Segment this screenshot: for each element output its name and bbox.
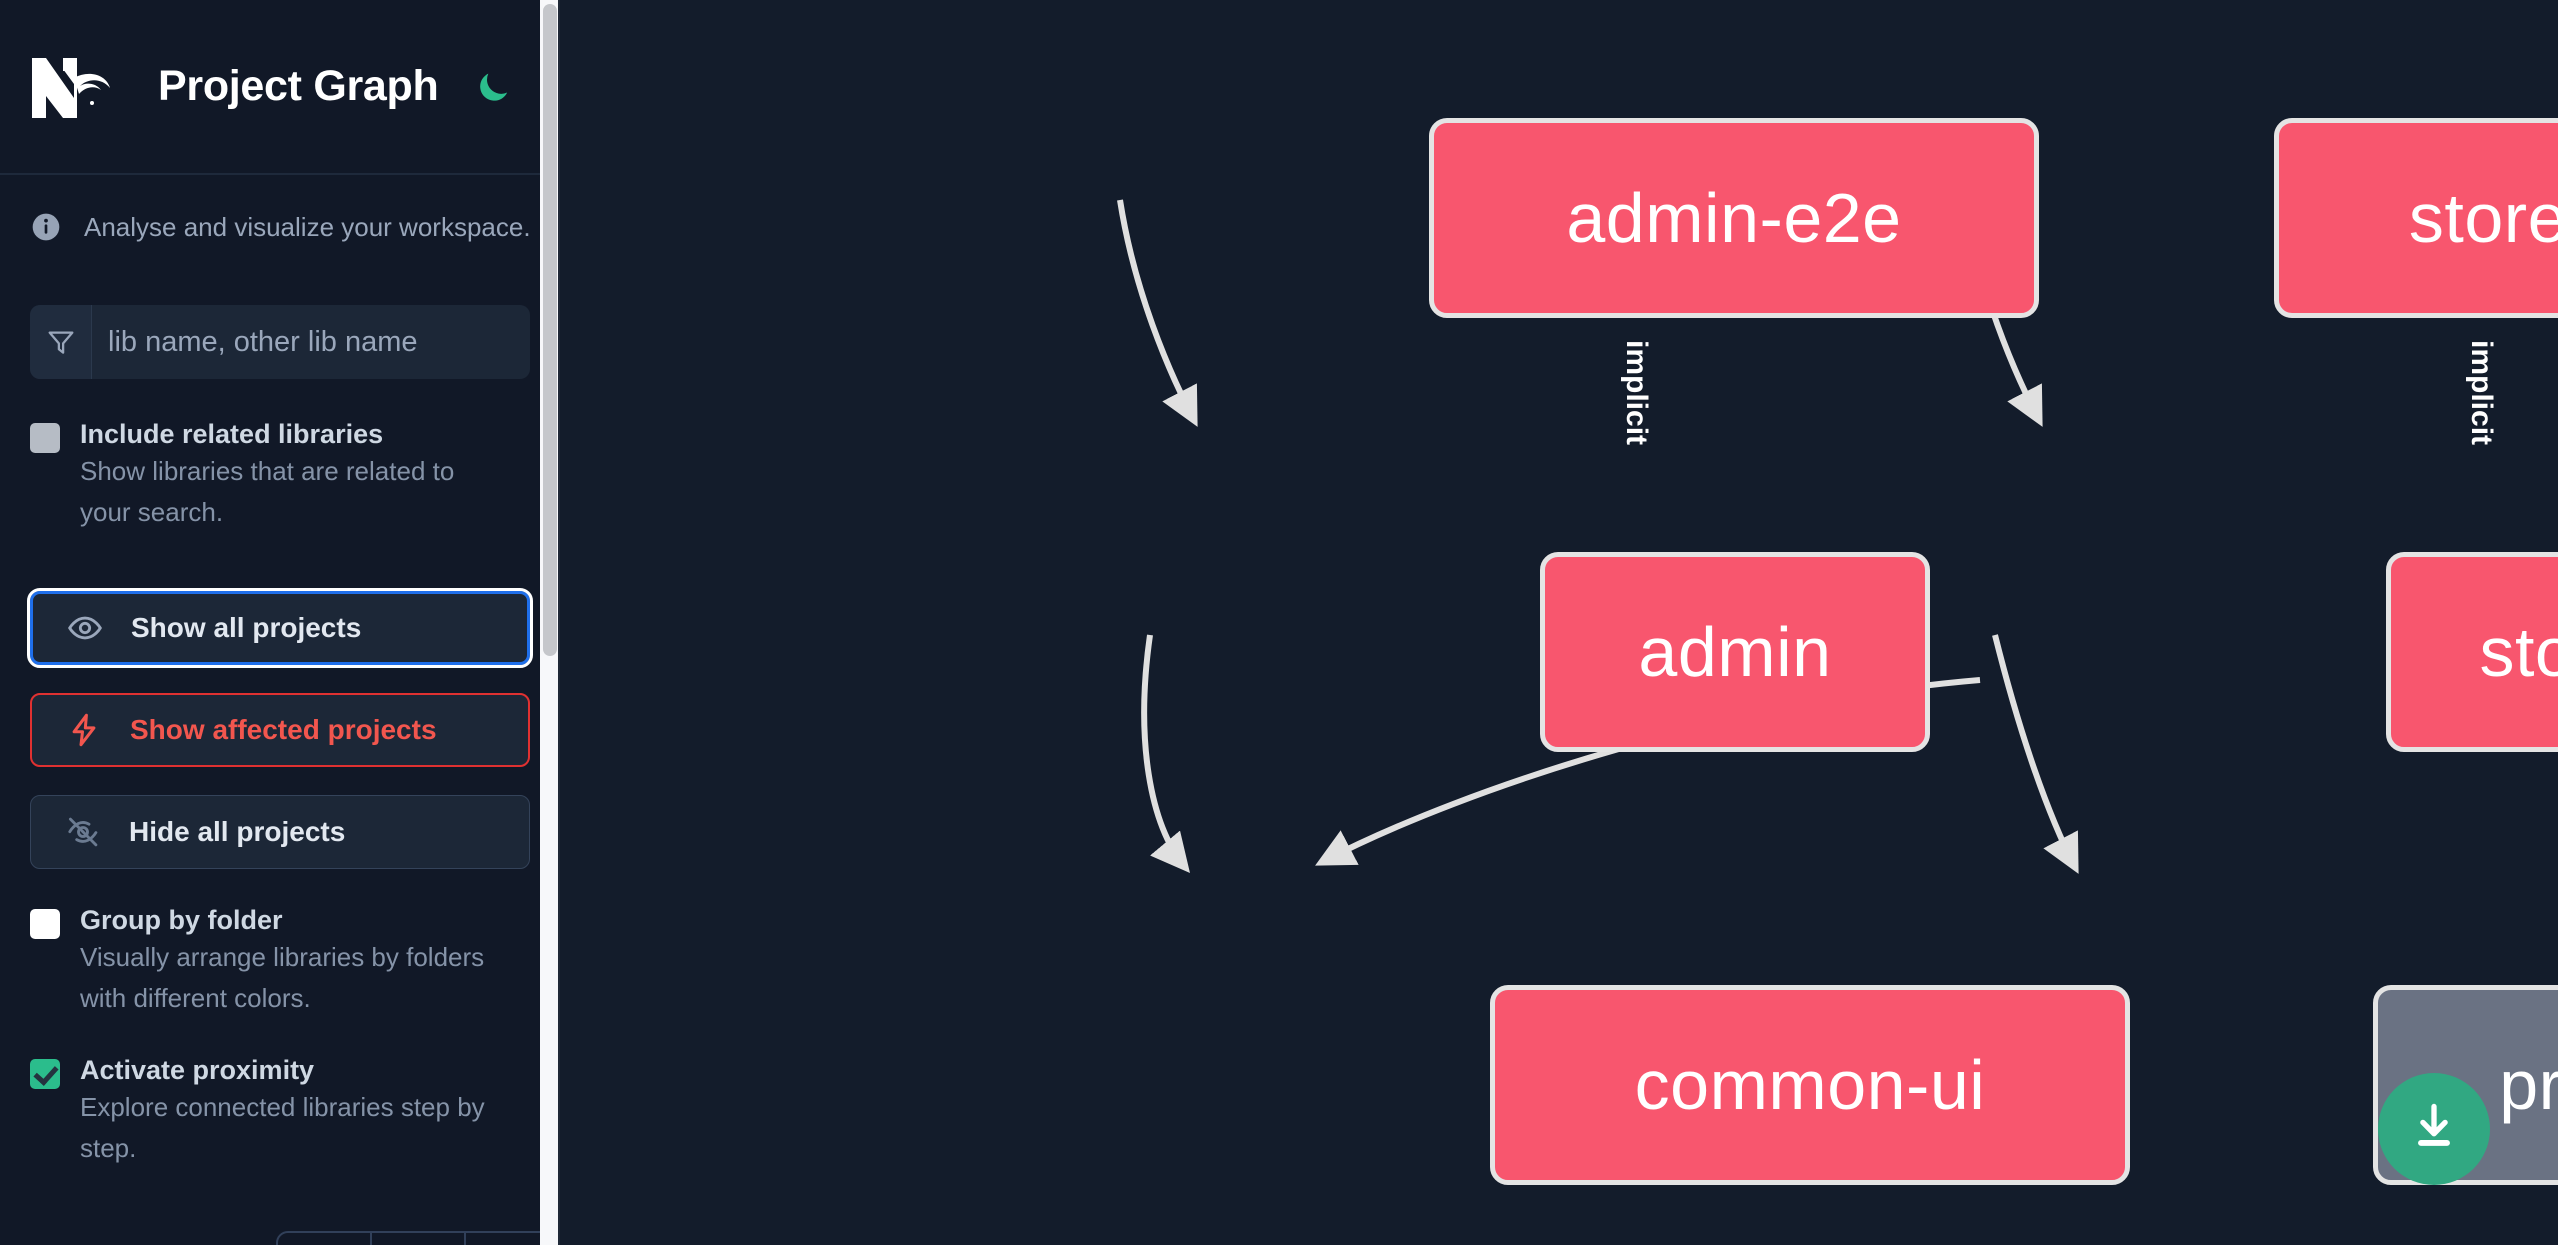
- filter-funnel-icon: [30, 305, 92, 379]
- info-icon: [30, 211, 62, 243]
- download-icon: [2405, 1098, 2463, 1161]
- group-by-folder-help: Visually arrange libraries by folders wi…: [80, 942, 485, 1013]
- edge-admin-to-common-ui: [1141, 634, 1190, 873]
- sidebar: Project Graph Analyse and visualize your…: [0, 0, 560, 1245]
- show-affected-projects-button[interactable]: Show affected projects: [30, 693, 530, 767]
- graph-node-store-e2e[interactable]: store-e2e: [2274, 118, 2558, 318]
- graph-node-store[interactable]: store: [2386, 552, 2558, 752]
- sidebar-description: Analyse and visualize your workspace.: [0, 175, 560, 243]
- graph-node-admin[interactable]: admin: [1540, 552, 1930, 752]
- sidebar-scrollbar-thumb[interactable]: [543, 4, 557, 656]
- search-input[interactable]: [92, 305, 530, 379]
- option-activate-proximity[interactable]: Activate proximity Explore connected lib…: [0, 1053, 560, 1169]
- activate-proximity-label: Activate proximity: [80, 1055, 315, 1085]
- show-all-projects-label: Show all projects: [131, 612, 362, 643]
- activate-proximity-help: Explore connected libraries step by step…: [80, 1092, 485, 1163]
- project-visibility-buttons: Show all projects Show affected projects: [0, 588, 560, 869]
- option-group-by-folder[interactable]: Group by folder Visually arrange librari…: [0, 903, 560, 1019]
- sidebar-divider: [558, 0, 560, 1245]
- sidebar-scrollbar[interactable]: [540, 0, 560, 1245]
- proximity-step-decrease[interactable]: [278, 1233, 372, 1245]
- download-button[interactable]: [2378, 1073, 2490, 1185]
- nx-logo-icon: [30, 54, 116, 120]
- include-related-libraries-help: Show libraries that are related to your …: [80, 456, 455, 527]
- include-related-libraries-checkbox[interactable]: [30, 423, 60, 453]
- hide-all-projects-button[interactable]: Hide all projects: [30, 795, 530, 869]
- search-box[interactable]: [30, 305, 530, 379]
- eye-off-icon: [61, 814, 105, 850]
- graph-canvas[interactable]: admin-e2e store-e2e admin store common-u…: [560, 0, 2558, 1245]
- edge-store-to-products: [1992, 634, 2079, 874]
- show-affected-projects-label: Show affected projects: [130, 714, 437, 745]
- graph-node-label: products: [2499, 1046, 2558, 1124]
- graph-node-label: store-e2e: [2408, 179, 2558, 257]
- lightning-bolt-icon: [62, 712, 106, 748]
- eye-icon: [63, 610, 107, 646]
- activate-proximity-checkbox[interactable]: [30, 1059, 60, 1089]
- graph-node-label: admin: [1638, 613, 1832, 691]
- graph-node-admin-e2e[interactable]: admin-e2e: [1429, 118, 2039, 318]
- graph-node-label: common-ui: [1634, 1046, 1986, 1124]
- option-include-related-libraries[interactable]: Include related libraries Show libraries…: [0, 417, 560, 533]
- graph-node-label: store: [2479, 613, 2558, 691]
- page-title: Project Graph: [158, 62, 439, 110]
- graph-node-label: admin-e2e: [1566, 179, 1902, 257]
- graph-node-common-ui[interactable]: common-ui: [1490, 985, 2130, 1185]
- group-by-folder-checkbox[interactable]: [30, 909, 60, 939]
- proximity-stepper-toolbar[interactable]: [276, 1231, 560, 1245]
- show-all-projects-button[interactable]: Show all projects: [27, 588, 533, 668]
- hide-all-projects-label: Hide all projects: [129, 816, 346, 847]
- moon-icon[interactable]: [470, 64, 516, 110]
- group-by-folder-label: Group by folder: [80, 905, 283, 935]
- proximity-step-value: [372, 1233, 466, 1245]
- sidebar-header: Project Graph: [0, 0, 560, 175]
- include-related-libraries-label: Include related libraries: [80, 419, 384, 449]
- edge-admin-e2e-to-admin: [1117, 199, 1198, 427]
- sidebar-description-text: Analyse and visualize your workspace.: [84, 211, 531, 242]
